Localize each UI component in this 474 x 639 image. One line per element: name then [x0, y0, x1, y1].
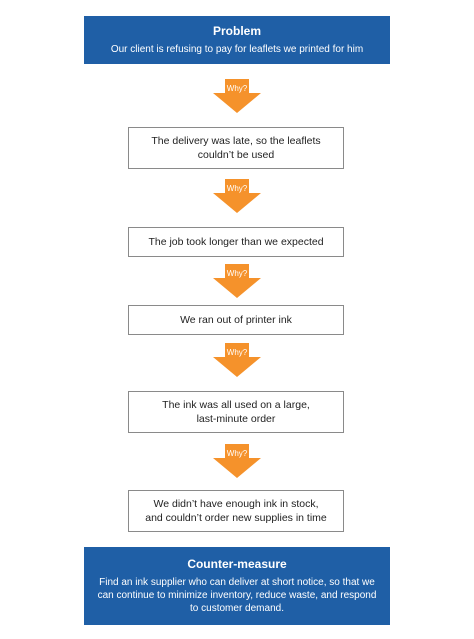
step-2-text: The job took longer than we expected: [148, 236, 324, 248]
step-3-text: We ran out of printer ink: [180, 314, 292, 326]
step-2-box: The job took longer than we expected: [128, 227, 344, 257]
why-arrow-2: Why?: [213, 179, 261, 213]
why-arrow-3: Why?: [213, 264, 261, 298]
why-label: Why?: [226, 269, 248, 278]
why-label: Why?: [226, 184, 248, 193]
why-arrow-1: Why?: [213, 79, 261, 113]
why-label: Why?: [226, 348, 248, 357]
problem-box: Problem Our client is refusing to pay fo…: [84, 16, 390, 64]
step-5-box: We didn’t have enough ink in stock, and …: [128, 490, 344, 532]
step-1-box: The delivery was late, so the leaflets c…: [128, 127, 344, 169]
why-arrow-4: Why?: [213, 343, 261, 377]
down-arrow-icon: [213, 444, 261, 478]
counter-measure-box: Counter-measure Find an ink supplier who…: [84, 547, 390, 625]
counter-measure-title: Counter-measure: [187, 557, 287, 571]
down-arrow-icon: [213, 343, 261, 377]
down-arrow-icon: [213, 79, 261, 113]
step-3-box: We ran out of printer ink: [128, 305, 344, 335]
down-arrow-icon: [213, 179, 261, 213]
step-4-box: The ink was all used on a large, last-mi…: [128, 391, 344, 433]
counter-measure-text: Find an ink supplier who can deliver at …: [97, 577, 377, 614]
step-1-text: The delivery was late, so the leaflets c…: [151, 135, 321, 161]
step-4-text: The ink was all used on a large, last-mi…: [162, 399, 310, 425]
why-arrow-5: Why?: [213, 444, 261, 478]
down-arrow-icon: [213, 264, 261, 298]
step-5-text: We didn’t have enough ink in stock, and …: [145, 498, 327, 524]
problem-title: Problem: [212, 24, 261, 38]
why-label: Why?: [226, 84, 248, 93]
problem-text: Our client is refusing to pay for leafle…: [110, 44, 364, 55]
why-label: Why?: [226, 449, 248, 458]
